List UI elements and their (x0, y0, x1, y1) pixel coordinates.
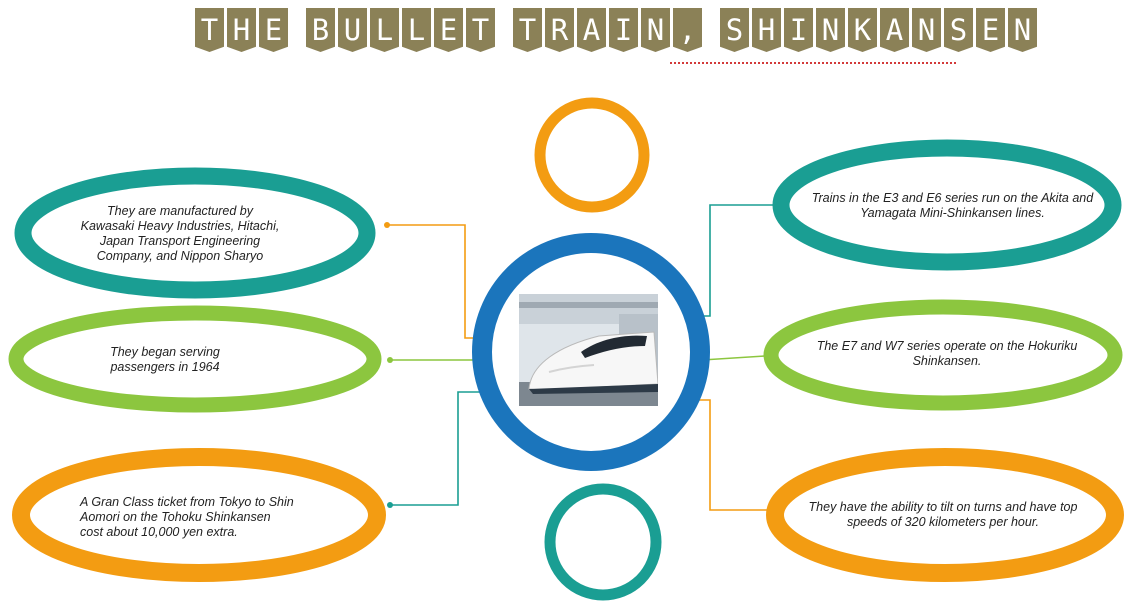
title-letter: L (402, 8, 431, 52)
title-letter: T (513, 8, 542, 52)
bubble-left-top (14, 167, 376, 299)
title-letter: N (816, 8, 845, 52)
title-letter: N (912, 8, 941, 52)
title-letter: S (720, 8, 749, 52)
title-letter: I (609, 8, 638, 52)
bottom-teal-circle (544, 483, 662, 601)
title-letter: R (545, 8, 574, 52)
title-letter: N (1008, 8, 1037, 52)
title-letter: T (195, 8, 224, 52)
title-letter: K (848, 8, 877, 52)
spellcheck-underline (670, 58, 956, 64)
title-letter: A (577, 8, 606, 52)
bubble-left-bottom (12, 448, 386, 582)
title-letter: A (880, 8, 909, 52)
title-letter: L (370, 8, 399, 52)
connector-node-left-middle (387, 357, 393, 363)
bubble-right-middle (763, 299, 1123, 411)
title-letter: N (641, 8, 670, 52)
bubble-right-top (772, 139, 1122, 271)
title-letter: , (673, 8, 702, 52)
connector-node-left-top (384, 222, 390, 228)
connector-node-left-bottom (387, 502, 393, 508)
bubble-text-left-middle: They began serving passengers in 1964 (110, 345, 220, 374)
bubble-text-left-bottom: A Gran Class ticket from Tokyo to Shin A… (80, 494, 294, 539)
bubble-text-left-top: They are manufactured by Kawasaki Heavy … (80, 204, 280, 263)
bubble-text-right-bottom: They have the ability to tilt on turns a… (808, 500, 1078, 529)
bubble-left-middle (8, 305, 382, 413)
title-letter: B (306, 8, 335, 52)
title-letter: E (259, 8, 288, 52)
top-orange-circle (534, 97, 650, 213)
bubble-right-bottom (766, 448, 1124, 582)
title-letter: S (944, 8, 973, 52)
bubble-text-right-middle: The E7 and W7 series operate on the Hoku… (816, 339, 1078, 368)
title-letter: T (466, 8, 495, 52)
title-letter: E (434, 8, 463, 52)
title-letter: E (976, 8, 1005, 52)
train-photo (519, 294, 658, 406)
bubble-text-right-top: Trains in the E3 and E6 series run on th… (811, 191, 1094, 220)
title-letter: H (752, 8, 781, 52)
title-letter: H (227, 8, 256, 52)
title-letter: I (784, 8, 813, 52)
title-letter: U (338, 8, 367, 52)
